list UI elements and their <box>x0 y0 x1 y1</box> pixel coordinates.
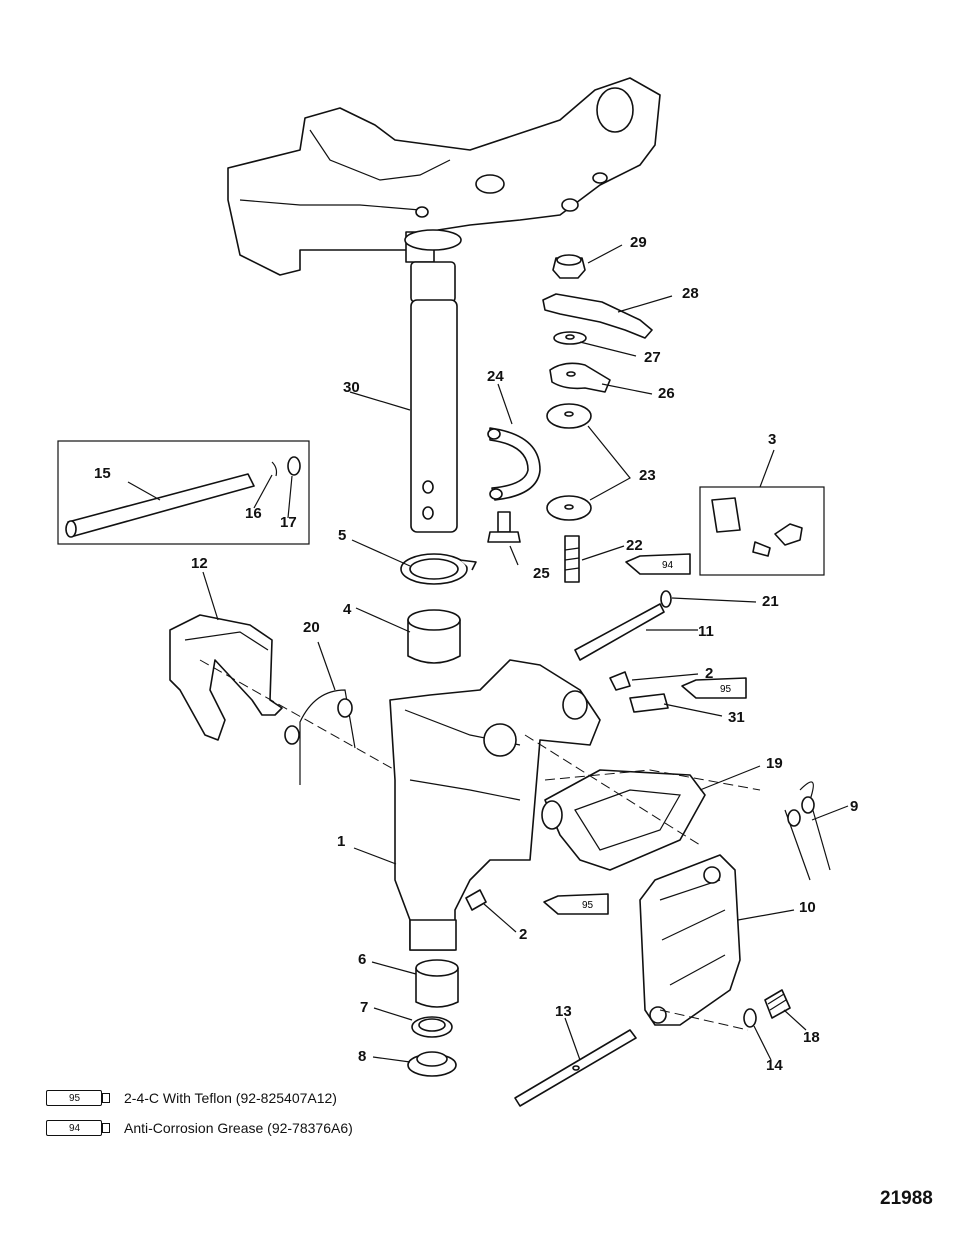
callout-2: 2 <box>705 665 713 682</box>
callout-2-lower: 2 <box>519 926 527 943</box>
pin-22 <box>564 535 580 583</box>
callout-14: 14 <box>766 1057 783 1074</box>
assembly-dash-lines <box>199 659 761 1031</box>
callout-23: 23 <box>639 467 656 484</box>
spring-20 <box>284 689 356 785</box>
washer-23-bottom <box>546 495 592 521</box>
spring-18 <box>764 989 791 1019</box>
leader-lines <box>127 244 849 1063</box>
callout-5: 5 <box>338 527 346 544</box>
callout-22: 22 <box>626 537 643 554</box>
legend-description: 2-4-C With Teflon (92-825407A12) <box>124 1090 337 1106</box>
grease-tube-95-lower: 95 <box>543 893 609 915</box>
screw-25 <box>487 511 521 543</box>
callout-12: 12 <box>191 555 208 572</box>
spring-9 <box>784 781 831 881</box>
callout-21: 21 <box>762 593 779 610</box>
callout-9: 9 <box>850 798 858 815</box>
bushing-6 <box>415 959 459 1008</box>
legend-row-95: 95 2-4-C With Teflon (92-825407A12) <box>46 1087 337 1109</box>
washer-14 <box>743 1008 757 1028</box>
callout-10: 10 <box>799 899 816 916</box>
legend-row-94: 94 Anti-Corrosion Grease (92-78376A6) <box>46 1117 353 1139</box>
callout-20: 20 <box>303 619 320 636</box>
kit-box-3 <box>699 486 825 576</box>
swivel-tube <box>404 229 462 533</box>
callout-8: 8 <box>358 1048 366 1065</box>
lever-28 <box>542 293 653 339</box>
callout-15: 15 <box>94 465 111 482</box>
plate-26 <box>549 362 611 393</box>
washer-27 <box>553 331 587 345</box>
retainer-24 <box>487 427 541 501</box>
clamp-12 <box>169 614 283 741</box>
tilt-lever-10 <box>639 854 741 1026</box>
callout-3: 3 <box>768 431 776 448</box>
main-bracket <box>389 659 601 951</box>
bushing-5 <box>400 553 477 585</box>
legend-code: 94 <box>68 1122 81 1134</box>
callout-19: 19 <box>766 755 783 772</box>
callout-16: 16 <box>245 505 262 522</box>
swivel-head-casting <box>227 77 661 276</box>
inset-box-shaft <box>57 440 310 545</box>
callout-labels: 29 28 27 26 30 24 3 23 15 16 17 5 22 25 … <box>94 234 858 1074</box>
callout-7: 7 <box>360 999 368 1016</box>
callout-11: 11 <box>698 623 714 640</box>
grease-tube-94: 94 <box>625 553 691 575</box>
grease-tube-95-upper: 95 <box>681 677 747 699</box>
callout-17: 17 <box>280 514 297 531</box>
callout-1: 1 <box>337 833 345 850</box>
tube-label: 94 <box>662 560 674 571</box>
callout-4: 4 <box>343 601 352 618</box>
bushing-8 <box>407 1051 457 1077</box>
callout-29: 29 <box>630 234 647 251</box>
legend-tube-icon: 94 <box>46 1120 110 1136</box>
bushing-4 <box>407 609 461 664</box>
callout-28: 28 <box>682 285 699 302</box>
legend-code: 95 <box>68 1092 81 1104</box>
callout-24: 24 <box>487 368 504 385</box>
fitting-2-upper <box>609 671 631 691</box>
callout-13: 13 <box>555 1003 572 1020</box>
decal-31 <box>629 693 669 713</box>
callout-26: 26 <box>658 385 675 402</box>
fitting-2-lower <box>465 889 487 911</box>
nut-29 <box>552 254 586 279</box>
callout-27: 27 <box>644 349 661 366</box>
callout-25: 25 <box>533 565 550 582</box>
callout-31: 31 <box>728 709 745 726</box>
legend-description: Anti-Corrosion Grease (92-78376A6) <box>124 1120 353 1136</box>
washer-23-top <box>546 403 592 429</box>
shaft-13 <box>514 1029 637 1107</box>
callout-30: 30 <box>343 379 360 396</box>
washer-7 <box>411 1016 453 1038</box>
callout-18: 18 <box>803 1029 820 1046</box>
tilt-lock-19 <box>541 769 706 871</box>
callout-6: 6 <box>358 951 366 968</box>
tube-label: 95 <box>720 684 732 695</box>
legend-tube-icon: 95 <box>46 1090 110 1106</box>
shaft-11 <box>574 590 672 661</box>
figure-number: 21988 <box>880 1188 933 1209</box>
tube-label: 95 <box>582 900 594 911</box>
